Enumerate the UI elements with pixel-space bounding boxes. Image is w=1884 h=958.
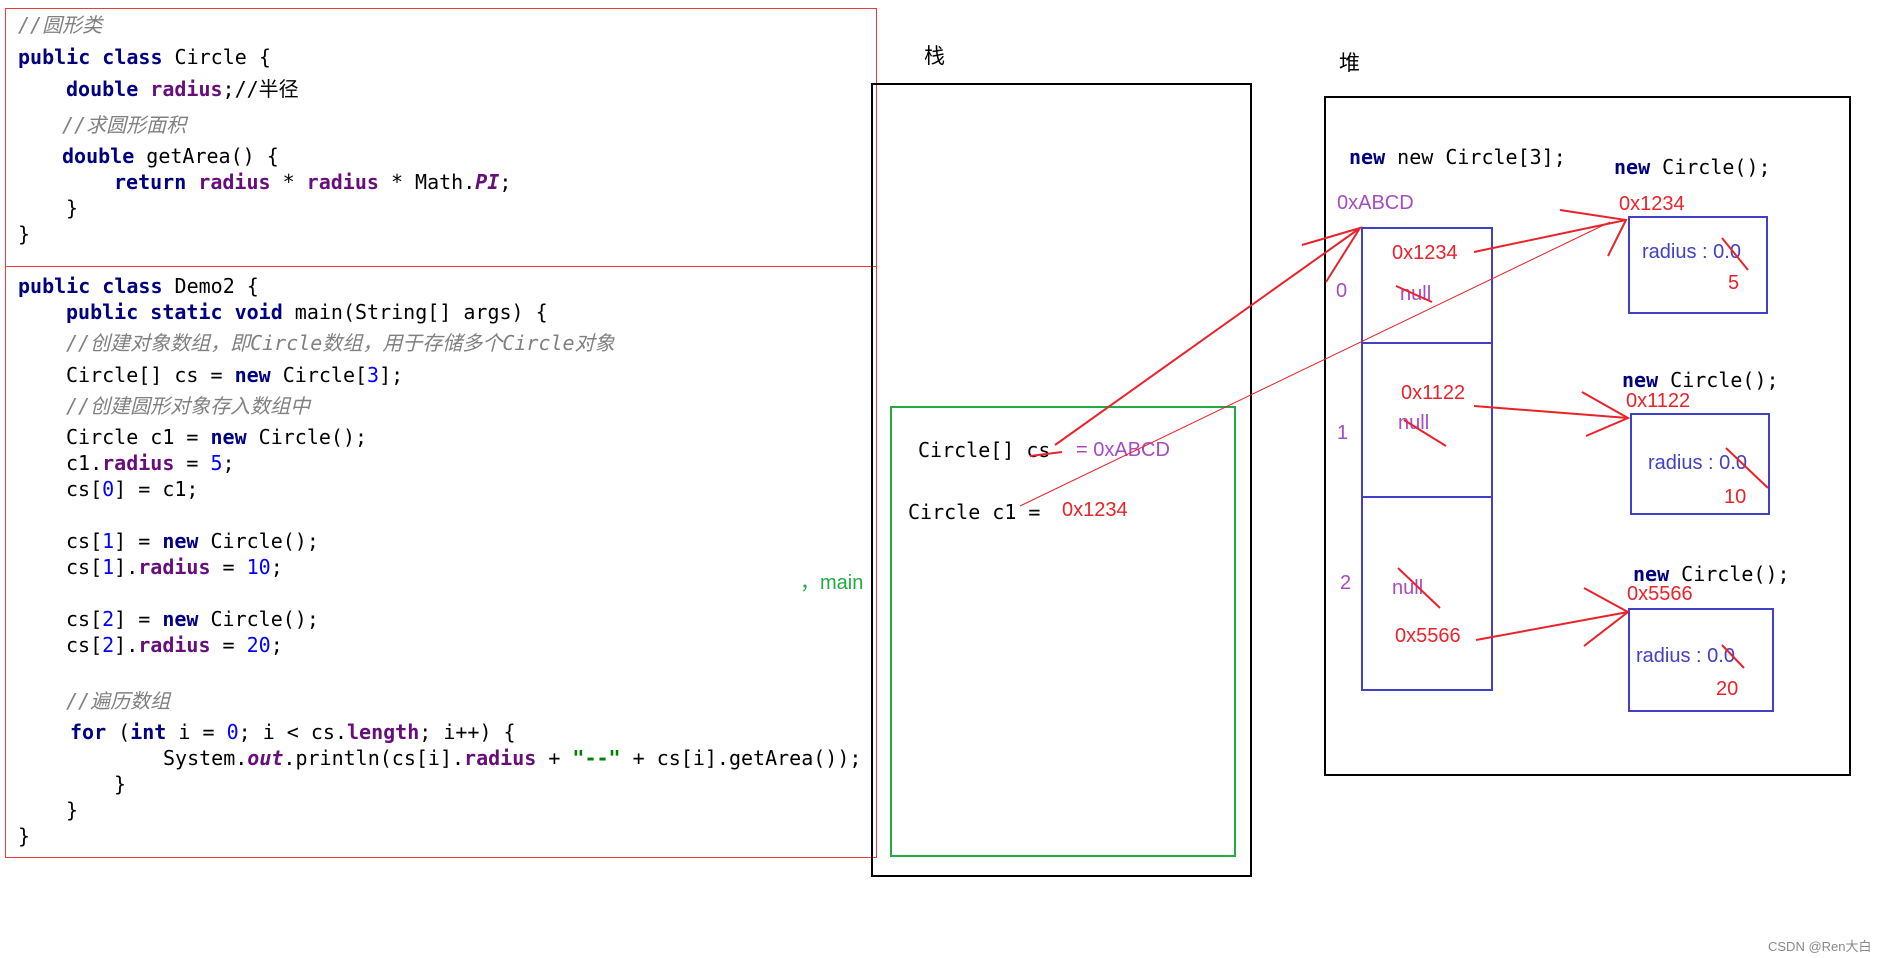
demo-c1-create: Circle c1 = new Circle(); [66, 425, 368, 449]
stack-title: 栈 [924, 44, 945, 68]
circle-comment: //圆形类 [18, 13, 103, 37]
demo-close-main: } [66, 798, 79, 822]
object-3-new: new Circle(); [1633, 562, 1790, 586]
demo-println: System.out.println(cs[i].radius + "--" +… [163, 746, 862, 770]
slot-index-0: 0 [1336, 280, 1348, 302]
demo-class-decl: public class Demo2 { [18, 274, 259, 298]
heap-array-new: new new Circle[3]; [1349, 145, 1566, 169]
object-2-box [1630, 413, 1770, 515]
demo-for-loop: for (int i = 0; i < cs.length; i++) { [70, 720, 516, 744]
object-1-value: 5 [1728, 272, 1740, 294]
stack-cs-value: = 0xABCD [1076, 439, 1170, 461]
demo-cs2-radius: cs[2].radius = 20; [66, 633, 283, 657]
object-2-value: 10 [1724, 486, 1747, 508]
slot-2-old: null [1392, 577, 1424, 599]
demo-main-decl: public static void main(String[] args) { [66, 300, 548, 324]
slot-1-old: null [1398, 412, 1430, 434]
demo-loop-comment: //遍历数组 [66, 689, 171, 713]
demo-close-class: } [18, 824, 31, 848]
object-2-new: new Circle(); [1622, 368, 1779, 392]
slot-0-value: 0x1234 [1392, 242, 1458, 264]
demo-c1-radius: c1.radius = 5; [66, 451, 235, 475]
demo-cs1-radius: cs[1].radius = 10; [66, 555, 283, 579]
demo-object-comment: //创建圆形对象存入数组中 [66, 394, 311, 418]
heap-title: 堆 [1339, 51, 1360, 75]
demo-cs1-create: cs[1] = new Circle(); [66, 529, 319, 553]
watermark: CSDN @Ren大白 [1768, 939, 1872, 954]
heap-array-divider-1 [1361, 342, 1491, 344]
demo-array-comment: //创建对象数组，即Circle数组，用于存储多个Circle对象 [66, 331, 615, 355]
demo-close-for: } [114, 772, 127, 796]
demo-cs0-assign: cs[0] = c1; [66, 477, 199, 501]
slot-index-2: 2 [1340, 572, 1352, 594]
object-1-box [1628, 216, 1768, 314]
object-1-field: radius : 0.0 [1642, 241, 1741, 263]
object-1-new: new Circle(); [1614, 155, 1771, 179]
circle-class-code-box [5, 8, 877, 268]
object-3-field: radius : 0.0 [1636, 645, 1735, 667]
circle-radius-field: double radius;//半径 [66, 77, 299, 101]
object-1-addr: 0x1234 [1619, 193, 1685, 215]
circle-return: return radius * radius * Math.PI; [114, 170, 512, 194]
object-2-field: radius : 0.0 [1648, 452, 1747, 474]
main-frame-box [890, 406, 1236, 857]
slot-0-old: null [1400, 283, 1432, 305]
object-2-addr: 0x1122 [1626, 390, 1691, 412]
heap-array-divider-2 [1361, 496, 1491, 498]
stack-c1-value: 0x1234 [1062, 499, 1128, 521]
circle-getarea-decl: double getArea() { [62, 144, 279, 168]
main-frame-label: ，main [800, 572, 864, 594]
demo-cs2-create: cs[2] = new Circle(); [66, 607, 319, 631]
heap-array-addr: 0xABCD [1337, 192, 1414, 214]
object-3-value: 20 [1716, 678, 1739, 700]
stack-c1-decl: Circle c1 = [908, 500, 1041, 524]
slot-1-value: 0x1122 [1401, 382, 1466, 404]
object-3-box [1628, 608, 1774, 712]
circle-class-decl: public class Circle { [18, 45, 271, 69]
slot-2-value: 0x5566 [1395, 625, 1461, 647]
circle-close-class: } [18, 222, 31, 246]
circle-close-method: } [66, 196, 79, 220]
stack-cs-decl: Circle[] cs [918, 438, 1051, 462]
object-3-addr: 0x5566 [1627, 583, 1693, 605]
circle-area-comment: //求圆形面积 [62, 113, 187, 137]
slot-index-1: 1 [1337, 422, 1349, 444]
demo-array-create: Circle[] cs = new Circle[3]; [66, 363, 404, 387]
demo-class-code-box [5, 266, 877, 858]
